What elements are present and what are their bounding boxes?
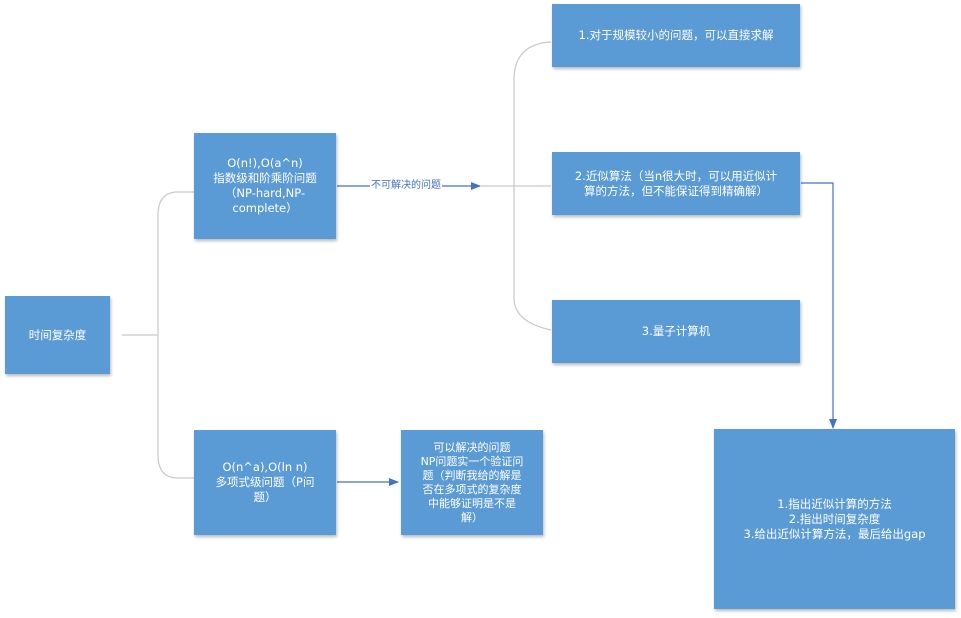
approximation-node-label: 2.近似算法（当n很大时，可以用近似计 算的方法，但不能保证得到精确解） <box>574 168 778 198</box>
root-node-label: 时间复杂度 <box>28 327 87 342</box>
root-node: 时间复杂度 <box>5 296 110 374</box>
polynomial-node-label: O(n^a),O(ln n) 多项式级问题（P问 题） <box>215 460 315 504</box>
steps-node-label: 1.指出近似计算的方法 2.指出时间复杂度 3.给出近似计算方法，最后给出gap <box>743 496 926 541</box>
approximation-steps-arrow <box>801 182 837 429</box>
unsolvable-edge-label: 不可解决的问题 <box>370 180 442 192</box>
approximation-node: 2.近似算法（当n很大时，可以用近似计 算的方法，但不能保证得到精确解） <box>552 152 800 215</box>
solvable-node: 可以解决的问题 NP问题实一个验证问 题（判断我给的解是 否在多项式的复杂度 中… <box>401 430 543 535</box>
small-scale-node-label: 1.对于规模较小的问题，可以直接求解 <box>578 28 774 42</box>
options-bracket-connector <box>480 41 552 331</box>
root-bracket-connector <box>122 191 194 479</box>
exponential-node: O(n!),O(a^n) 指数级和阶乘阶问题 （NP-hard,NP- comp… <box>194 133 336 239</box>
quantum-node: 3.量子计算机 <box>552 300 800 363</box>
steps-node: 1.指出近似计算的方法 2.指出时间复杂度 3.给出近似计算方法，最后给出gap <box>714 429 955 609</box>
quantum-node-label: 3.量子计算机 <box>641 324 711 338</box>
exponential-node-label: O(n!),O(a^n) 指数级和阶乘阶问题 （NP-hard,NP- comp… <box>213 156 317 215</box>
polynomial-node: O(n^a),O(ln n) 多项式级问题（P问 题） <box>194 430 336 535</box>
small-scale-node: 1.对于规模较小的问题，可以直接求解 <box>552 4 800 67</box>
solvable-node-label: 可以解决的问题 NP问题实一个验证问 题（判断我给的解是 否在多项式的复杂度 中… <box>420 440 524 524</box>
